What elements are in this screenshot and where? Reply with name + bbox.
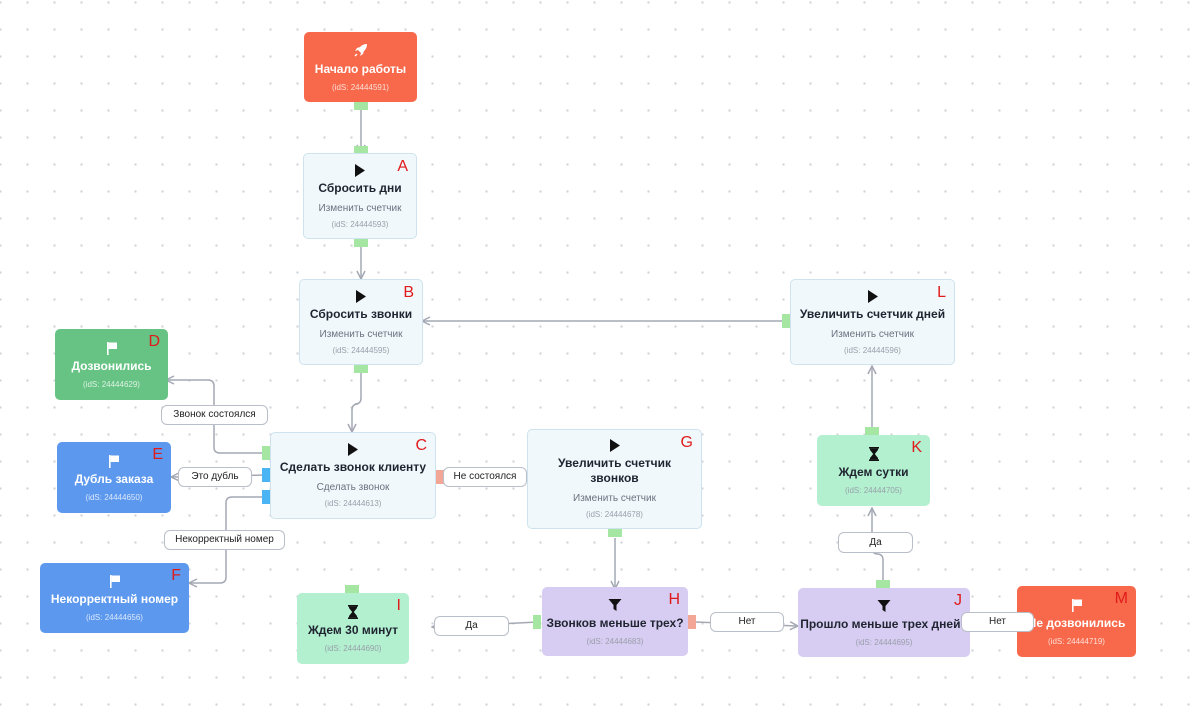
- rocket-icon: [353, 44, 367, 57]
- node-title: Сбросить звонки: [309, 306, 413, 321]
- node-title: Некорректный номер: [50, 592, 179, 606]
- node-g-increase-calls[interactable]: G Увеличить счетчик звонков Изменить сче…: [527, 429, 702, 529]
- node-title: Сделать звонок клиенту: [279, 460, 427, 474]
- node-title: Не дозвонились: [1027, 615, 1126, 630]
- edge-label-call-happened[interactable]: Звонок состоялся: [161, 405, 268, 425]
- node-c-make-call[interactable]: C Сделать звонок клиенту Сделать звонок …: [270, 432, 436, 519]
- input-port[interactable]: [782, 314, 790, 328]
- node-id: (idS: 24444719): [1048, 636, 1105, 646]
- node-h-calls-less-three[interactable]: H Звонков меньше трех? (idS: 24444683): [542, 587, 688, 656]
- node-title: Ждем 30 минут: [307, 622, 399, 637]
- node-l-increase-days[interactable]: L Увеличить счетчик дней Изменить счетчи…: [790, 279, 955, 365]
- node-id: (idS: 24444593): [331, 219, 389, 229]
- edge-label-yes-h[interactable]: Да: [434, 616, 509, 636]
- node-d-reached[interactable]: D Дозвонились (idS: 24444629): [55, 329, 168, 400]
- output-port-not-reached[interactable]: [436, 470, 444, 484]
- node-letter: A: [397, 158, 408, 175]
- node-letter: M: [1114, 590, 1128, 607]
- play-icon: [356, 289, 366, 303]
- filter-icon: [608, 598, 622, 611]
- input-port[interactable]: [345, 585, 359, 593]
- node-title: Прошло меньше трех дней?: [800, 616, 968, 631]
- node-title: Сбросить дни: [318, 180, 402, 195]
- filter-icon: [877, 599, 891, 612]
- node-letter: L: [937, 284, 946, 301]
- node-letter: J: [954, 592, 962, 609]
- node-id: (idS: 24444595): [332, 345, 390, 355]
- node-title: Дубль заказа: [74, 471, 154, 486]
- output-port-no[interactable]: [688, 615, 696, 629]
- node-id: (idS: 24444650): [85, 492, 143, 502]
- node-letter: H: [668, 591, 680, 608]
- edge-label-invalid-number[interactable]: Некорректный номер: [164, 530, 285, 550]
- play-icon: [355, 163, 365, 177]
- node-m-not-reached[interactable]: M Не дозвонились (idS: 24444719): [1017, 586, 1136, 657]
- edge-label-no-j[interactable]: Нет: [961, 612, 1034, 632]
- node-id: (idS: 24444705): [845, 485, 902, 495]
- node-title: Звонков меньше трех?: [546, 615, 684, 630]
- node-title: Дозвонились: [71, 358, 152, 373]
- node-letter: D: [148, 333, 160, 350]
- output-port-yes[interactable]: [533, 615, 541, 629]
- hourglass-icon: [348, 604, 358, 619]
- node-start[interactable]: Начало работы (idS: 24444591): [304, 32, 417, 102]
- node-id: (idS: 24444629): [83, 379, 140, 389]
- play-icon: [609, 439, 620, 452]
- node-f-invalid-number[interactable]: F Некорректный номер (idS: 24444656): [40, 563, 189, 633]
- node-id: (idS: 24444613): [324, 499, 382, 508]
- node-title: Увеличить счетчик звонков: [558, 456, 671, 485]
- input-port[interactable]: [354, 146, 368, 154]
- node-id: (idS: 24444683): [586, 636, 644, 646]
- node-id: (idS: 24444678): [586, 510, 643, 519]
- node-letter: B: [403, 284, 414, 301]
- node-letter: C: [415, 437, 427, 454]
- node-subtitle: Изменить счетчик: [573, 493, 656, 504]
- flag-icon: [106, 341, 117, 355]
- hourglass-icon: [868, 446, 879, 461]
- node-letter: F: [171, 567, 181, 584]
- node-b-reset-calls[interactable]: B Сбросить звонки Изменить счетчик (idS:…: [299, 279, 423, 365]
- output-port-duplicate[interactable]: [262, 468, 270, 482]
- node-title: Начало работы: [314, 62, 407, 76]
- flag-icon: [109, 454, 119, 468]
- node-letter: K: [911, 439, 922, 456]
- edge-label-duplicate[interactable]: Это дубль: [178, 467, 252, 487]
- output-port-reached[interactable]: [262, 446, 270, 460]
- output-port[interactable]: [354, 239, 368, 247]
- output-port-invalid[interactable]: [262, 490, 270, 504]
- node-subtitle: Изменить счетчик: [319, 328, 403, 340]
- node-id: (idS: 24444690): [324, 643, 382, 653]
- node-k-wait-day[interactable]: K Ждем сутки (idS: 24444705): [817, 435, 930, 506]
- node-subtitle: Изменить счетчик: [318, 202, 402, 214]
- node-a-reset-days[interactable]: A Сбросить дни Изменить счетчик (idS: 24…: [303, 153, 417, 239]
- node-id: (idS: 24444596): [844, 345, 901, 355]
- node-e-duplicate-order[interactable]: E Дубль заказа (idS: 24444650): [57, 442, 171, 513]
- flag-icon: [109, 575, 120, 588]
- output-port-yes[interactable]: [876, 580, 890, 588]
- edge-label-no-h[interactable]: Нет: [710, 612, 784, 632]
- node-letter: E: [152, 446, 163, 463]
- edge-label-yes-j[interactable]: Да: [838, 532, 913, 553]
- node-id: (idS: 24444656): [86, 613, 143, 622]
- node-subtitle: Изменить счетчик: [831, 328, 914, 340]
- output-port[interactable]: [354, 102, 368, 110]
- node-i-wait-30-min[interactable]: I Ждем 30 минут (idS: 24444690): [297, 593, 409, 664]
- input-port[interactable]: [865, 427, 879, 435]
- node-letter: G: [680, 434, 693, 451]
- output-port[interactable]: [608, 529, 622, 537]
- node-j-days-less-three[interactable]: J Прошло меньше трех дней? (idS: 2444469…: [798, 588, 970, 657]
- node-id: (idS: 24444591): [332, 83, 389, 92]
- edge-label-not-happened[interactable]: Не состоялся: [443, 467, 527, 487]
- edge-b-to-c: [352, 371, 362, 431]
- node-title: Ждем сутки: [838, 464, 909, 479]
- flag-icon: [1071, 598, 1082, 612]
- node-letter: I: [396, 597, 401, 614]
- node-id: (idS: 24444695): [855, 637, 913, 647]
- node-subtitle: Сделать звонок: [316, 482, 390, 493]
- play-icon: [867, 289, 878, 303]
- output-port[interactable]: [354, 365, 368, 373]
- play-icon: [348, 443, 358, 456]
- node-title: Увеличить счетчик дней: [799, 306, 946, 321]
